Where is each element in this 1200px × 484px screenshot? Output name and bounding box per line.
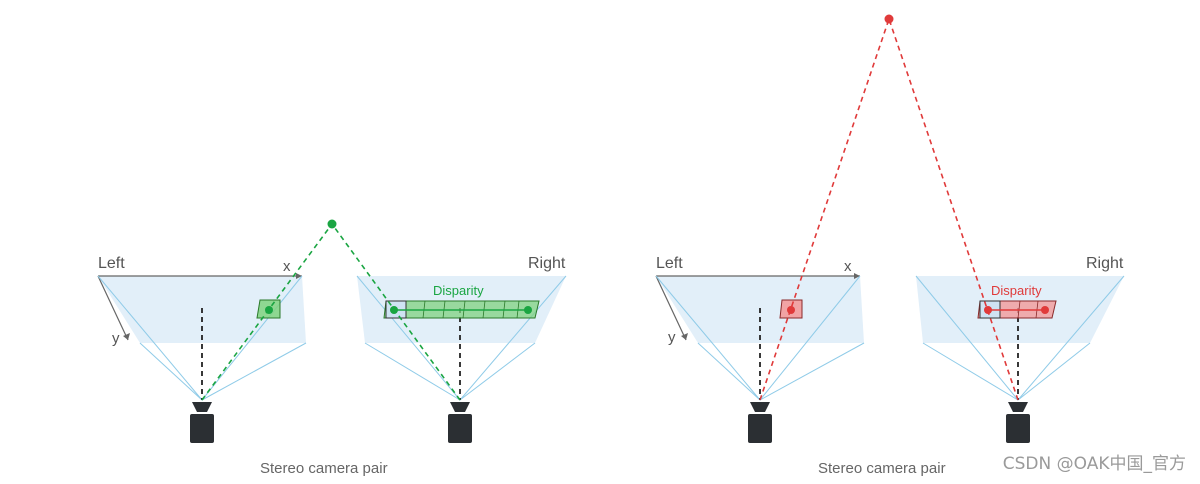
y-axis-label: y	[112, 330, 120, 347]
left-ray	[759, 18, 890, 401]
left-image-patch	[779, 299, 803, 319]
y-axis-label: y	[668, 329, 676, 346]
right-camera-icon	[1006, 402, 1030, 443]
disparity-label: Disparity	[991, 283, 1042, 298]
watermark: CSDN @OAK中国_官方	[1002, 454, 1186, 474]
right-camera-icon	[448, 402, 472, 443]
left-camera-icon	[748, 402, 772, 443]
x-axis-label: x	[283, 258, 291, 275]
left-camera-frustum	[97, 273, 307, 401]
right-label: Right	[1086, 255, 1124, 272]
caption: Stereo camera pair	[818, 460, 946, 477]
left-label: Left	[98, 255, 125, 272]
left-camera-icon	[190, 402, 214, 443]
right-ray	[888, 18, 1019, 401]
object-point	[327, 219, 337, 229]
object-point	[884, 14, 894, 24]
left-camera-frustum	[655, 273, 865, 401]
left-ray	[201, 223, 333, 401]
panel-near: Left x y Right Disparity	[97, 219, 567, 477]
x-axis-label: x	[844, 258, 852, 275]
disparity-label: Disparity	[433, 283, 484, 298]
caption: Stereo camera pair	[260, 460, 388, 477]
panel-far: Left x y Right Disparity	[655, 14, 1125, 477]
right-label: Right	[528, 255, 566, 272]
disparity-bar	[977, 300, 1057, 319]
disparity-bar	[383, 300, 540, 319]
left-label: Left	[656, 255, 683, 272]
right-ray	[331, 223, 461, 401]
